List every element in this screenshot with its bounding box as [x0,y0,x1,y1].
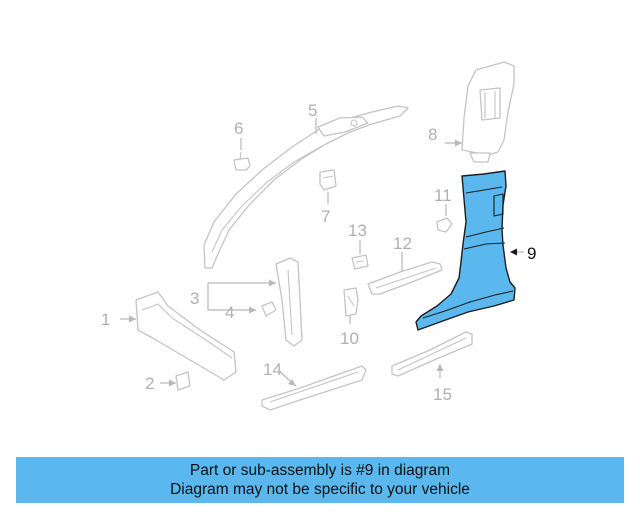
part-10-clip [343,287,359,317]
part-6-clip [233,151,251,171]
info-banner: Part or sub-assembly is #9 in diagram Di… [16,457,624,503]
part-7-bracket [319,169,337,191]
part-15-scuff-plate [391,331,473,377]
callout-13: 13 [348,221,367,240]
banner-line-1: Part or sub-assembly is #9 in diagram [189,462,451,479]
part-5-a-pillar-trim [203,105,409,269]
callout-11: 11 [434,186,452,205]
part-1-cowl-trim [135,291,237,381]
callout-5: 5 [308,101,317,120]
callout-7: 7 [321,207,330,226]
part-8-upper-trim [461,61,515,163]
part-4-clip [261,301,277,317]
callout-15: 15 [433,385,452,404]
callout-9: 9 [527,244,536,263]
callout-14: 14 [263,360,282,379]
callout-12: 12 [393,234,412,253]
part-12-trim-strip [367,261,443,295]
part-9-highlighted-trim [415,170,516,331]
part-3-lower-trim [275,257,303,347]
callout-10: 10 [340,329,359,348]
callout-6: 6 [234,119,243,138]
parts-diagram: 1 2 3 4 5 6 7 8 9 10 11 12 13 14 15 [101,61,536,411]
part-2-clip [175,371,191,391]
callout-1: 1 [101,310,110,329]
callout-3: 3 [190,289,199,308]
banner-line-2: Diagram may not be specific to your vehi… [170,481,470,498]
part-13-clip [351,254,369,270]
callout-4: 4 [225,303,234,322]
callout-2: 2 [145,374,154,393]
part-11-clip [436,217,453,233]
callout-8: 8 [428,125,437,144]
part-14-scuff-plate [261,365,367,411]
